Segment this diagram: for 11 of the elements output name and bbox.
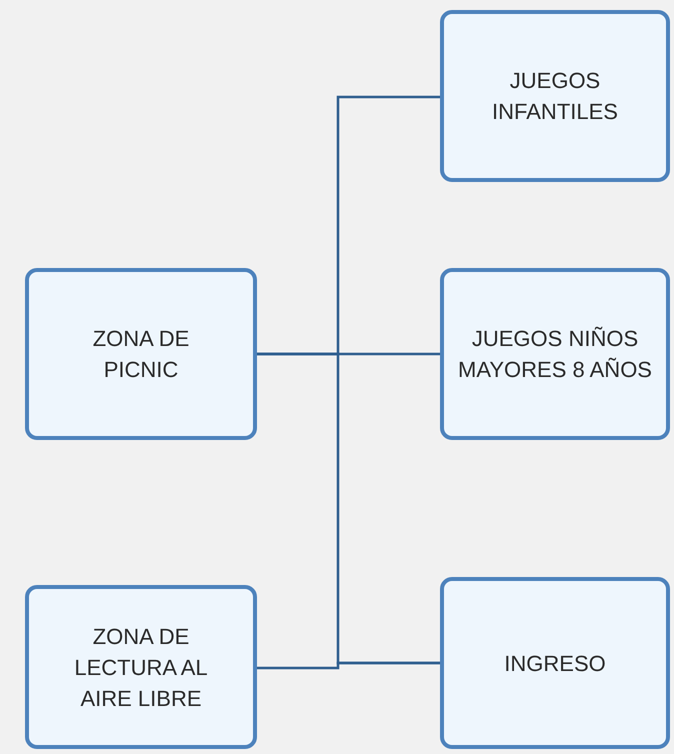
process-box bbox=[440, 10, 670, 182]
box-label: ZONA DE LECTURA AL AIRE LIBRE bbox=[73, 622, 209, 712]
connector-line bbox=[257, 662, 440, 670]
box-label: ZONA DE PICNIC bbox=[92, 325, 190, 384]
process-box bbox=[25, 268, 257, 440]
process-box bbox=[440, 268, 670, 440]
box-label: JUEGOS INFANTILES bbox=[491, 67, 619, 126]
box-label: JUEGOS NIÑOS MAYORES 8 AÑOS bbox=[457, 325, 653, 384]
process-box bbox=[25, 585, 257, 749]
process-box bbox=[440, 577, 670, 749]
box-label: INGRESO bbox=[504, 650, 606, 678]
